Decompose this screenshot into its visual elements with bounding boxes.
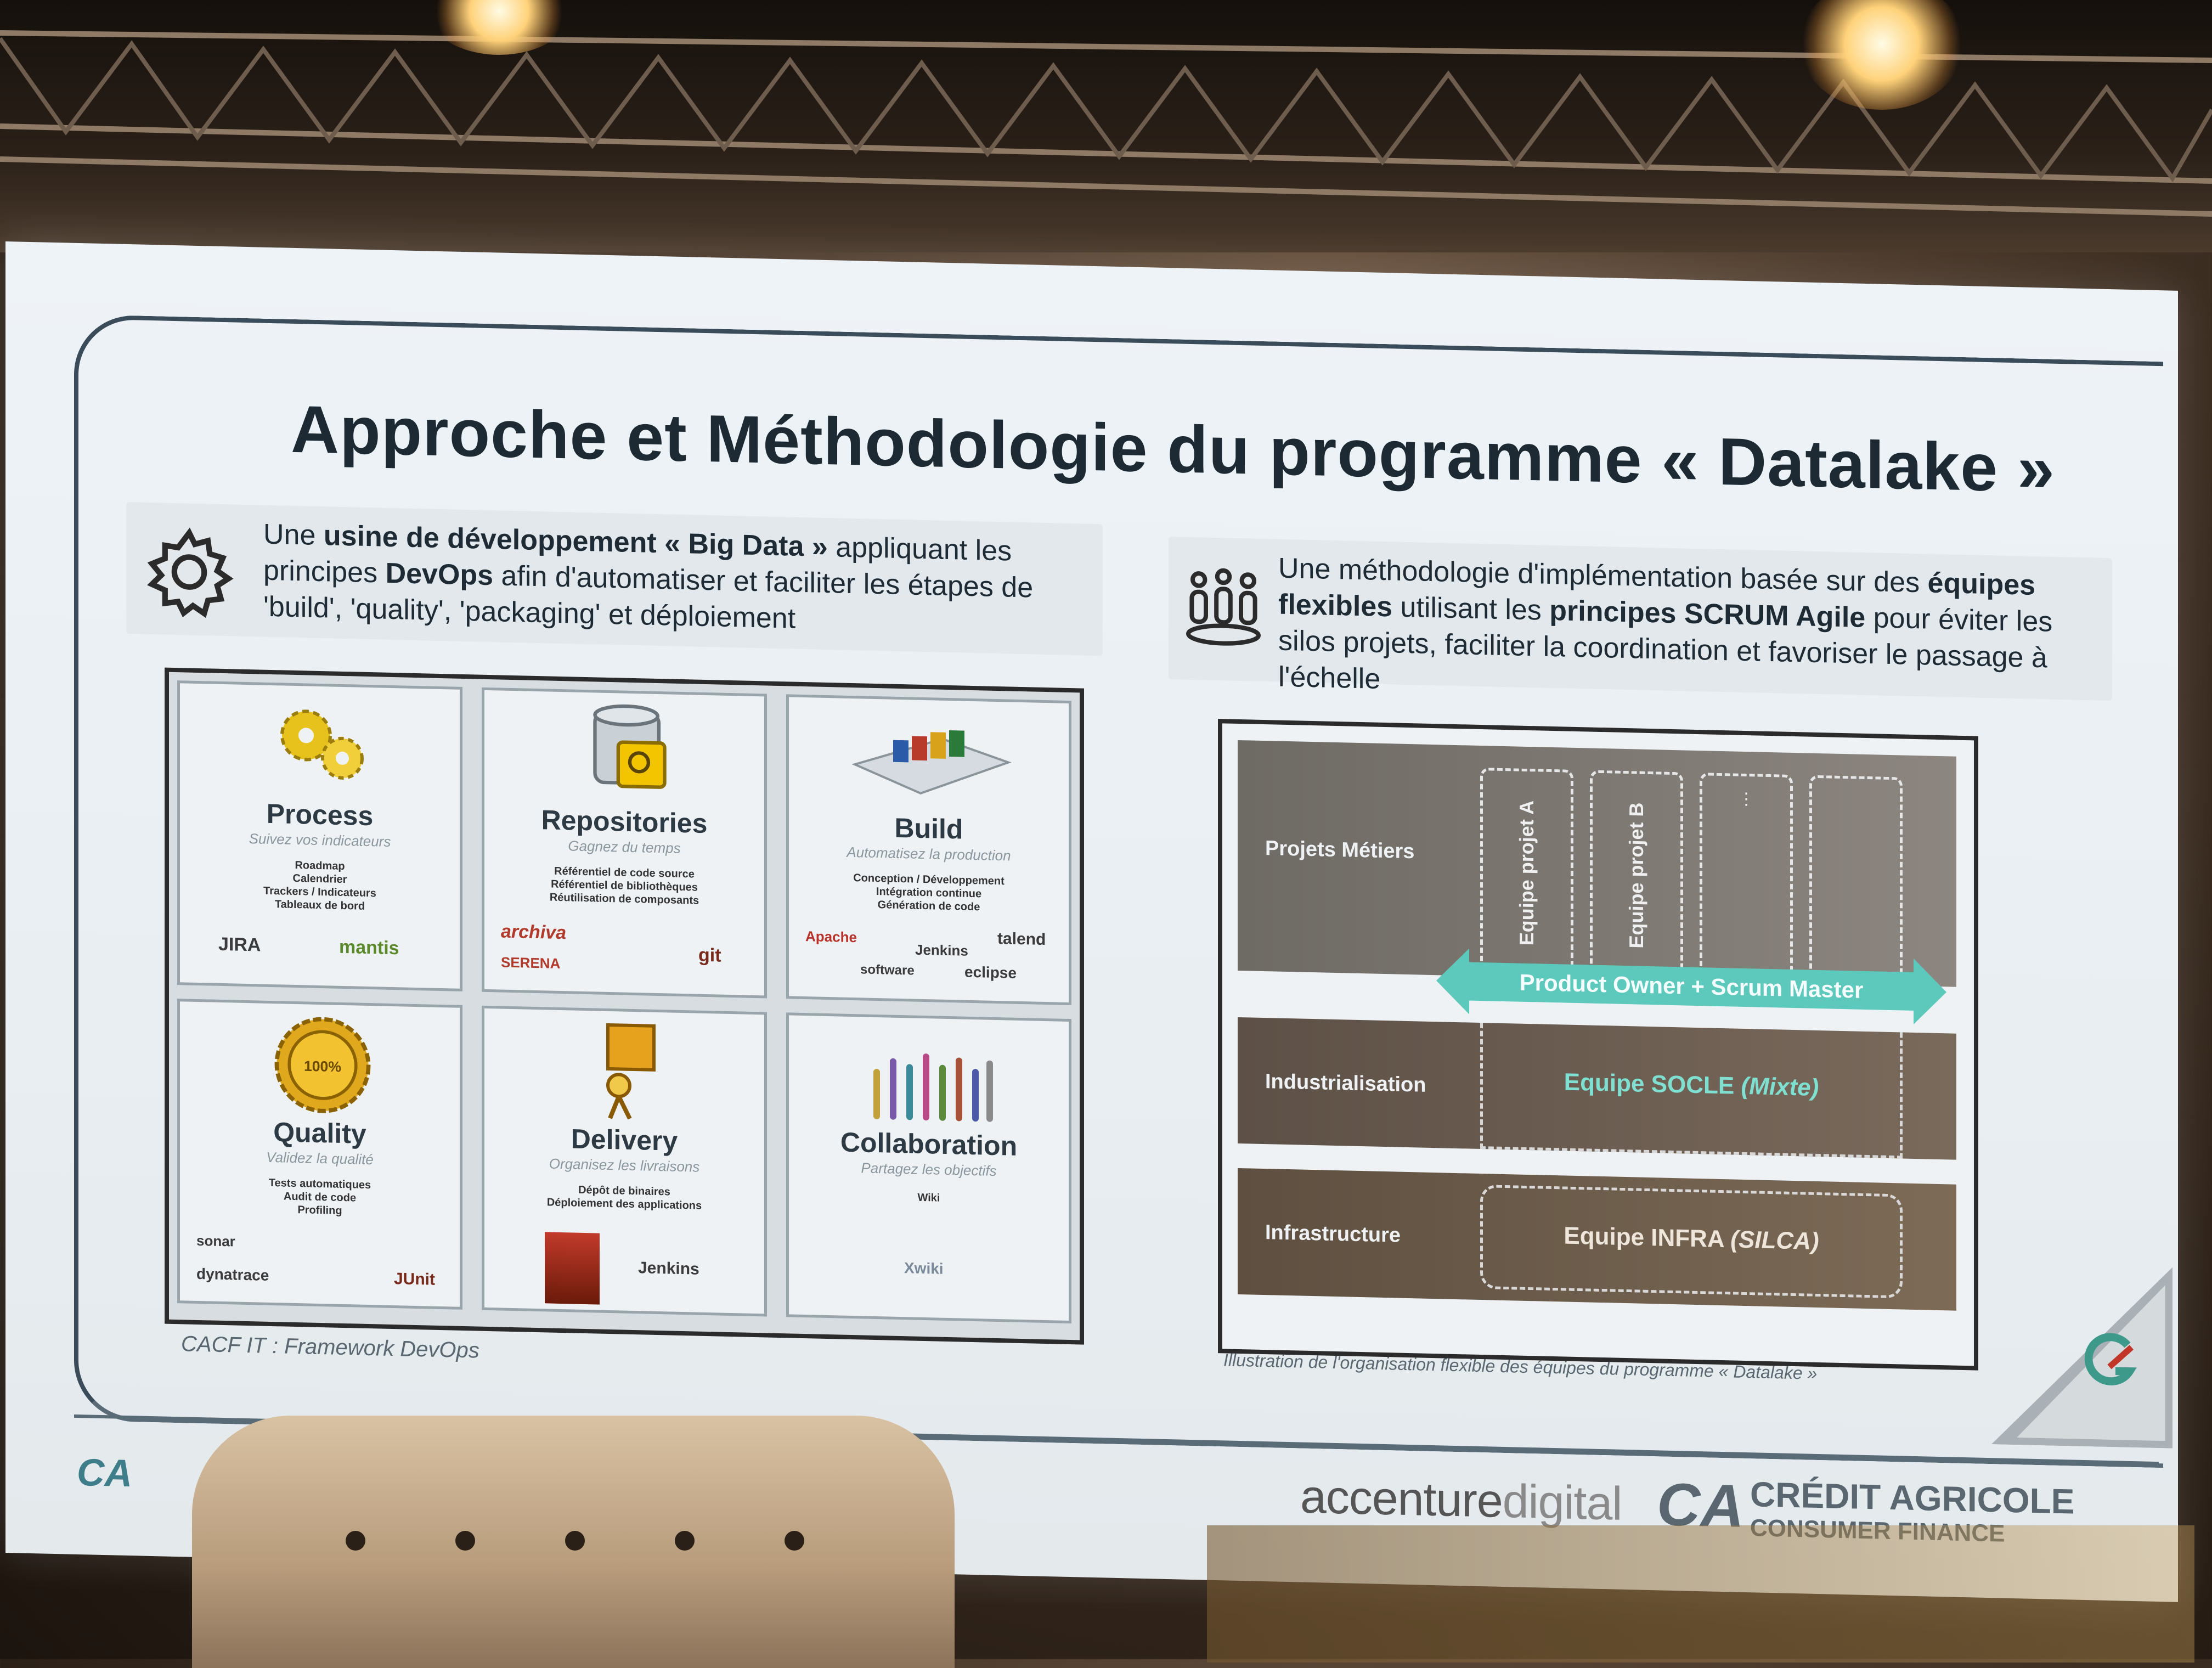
tool-logo: JUnit — [394, 1270, 435, 1289]
scrum-intro-text: Une méthodologie d'implémentation basée … — [1278, 550, 2101, 714]
infra-team-label: Equipe INFRA (SILCA) — [1483, 1220, 1900, 1257]
scrum-intro: Une méthodologie d'implémentation basée … — [1169, 537, 2112, 701]
chair-button — [785, 1531, 804, 1551]
devops-cell-delivery: Delivery Organisez les livraisons Dépôt … — [482, 1005, 767, 1317]
cell-items: Référentiel de code source Référentiel d… — [549, 865, 699, 907]
chair-button — [565, 1531, 585, 1551]
gear-icon — [147, 527, 234, 618]
projected-slide: Approche et Méthodologie du programme « … — [5, 241, 2178, 1602]
chair-button — [675, 1531, 695, 1551]
intro-left-bold1: usine de développement « Big Data » — [323, 520, 828, 563]
intro-right-bold2: principes SCRUM Agile — [1549, 594, 1866, 634]
stage-spotlight-right — [1799, 0, 1964, 110]
svg-text:100%: 100% — [304, 1058, 341, 1075]
cell-title: Build — [894, 812, 963, 845]
infra-qualifier: (SILCA) — [1730, 1226, 1819, 1255]
team-icon — [1186, 568, 1261, 646]
intro-left-bold2: DevOps — [385, 557, 494, 592]
socle-team-box: Equipe SOCLE (Mixte) — [1480, 1022, 1903, 1159]
tool-logo: archiva — [501, 921, 567, 944]
devops-framework-grid: Process Suivez vos indicateurs Roadmap C… — [165, 667, 1084, 1345]
tool-logo: dynatrace — [196, 1265, 269, 1284]
team-placeholder: ⋮ — [1738, 790, 1754, 809]
tool-logo: Xwiki — [904, 1259, 944, 1277]
cell-items: Dépôt de binaires Déploiement des applic… — [546, 1184, 702, 1212]
delivery-box-icon — [606, 1023, 656, 1120]
tool-logo: SERENA — [501, 954, 561, 972]
chair-button — [346, 1531, 365, 1551]
infra-team-box: Equipe INFRA (SILCA) — [1480, 1184, 1903, 1299]
cell-items: Conception / Développement Intégration c… — [853, 872, 1005, 914]
cell-title: Repositories — [541, 804, 708, 839]
armchair — [192, 1416, 955, 1668]
intro-right-part2: utilisant les — [1392, 591, 1550, 627]
ca-small-logo: CA — [77, 1450, 133, 1495]
tool-logo: sonar — [196, 1232, 235, 1250]
tool-logo: Apache — [805, 928, 857, 946]
devops-cell-build: Build Automatisez la production Concepti… — [786, 694, 1071, 1006]
devops-cell-quality: 100% Quality Validez la qualité Tests au… — [177, 999, 462, 1310]
infra-text: Equipe INFRA — [1564, 1222, 1731, 1253]
stage-backdrop-light — [1207, 1525, 2194, 1663]
team-column-a: Equipe projet A — [1480, 767, 1573, 978]
cell-title: Delivery — [571, 1123, 678, 1157]
cell-items: Roadmap Calendrier Trackers / Indicateur… — [263, 859, 376, 912]
cell-items: Tests automatiques Audit de code Profili… — [268, 1176, 371, 1217]
tool-logo: eclipse — [964, 963, 1017, 982]
cell-title: Collaboration — [840, 1126, 1018, 1162]
team-organization-diagram: Projets Métiers Industrialisation Infras… — [1218, 719, 1978, 1371]
quality-seal-icon: 100% — [274, 1017, 371, 1113]
tool-logo: Jenkins — [638, 1259, 699, 1278]
band-label: Industrialisation — [1265, 1070, 1426, 1097]
team-label: Equipe projet B — [1625, 802, 1647, 949]
devops-cell-process: Process Suivez vos indicateurs Roadmap C… — [177, 680, 462, 991]
devops-cell-collaboration: Collaboration Partagez les objectifs Wik… — [786, 1012, 1071, 1324]
ca-swirl-icon — [2084, 1333, 2137, 1385]
people-icon — [873, 1053, 993, 1122]
accenture-digital-logo: accenturedigital — [1300, 1470, 1622, 1531]
team-column-c: ⋮ — [1700, 773, 1793, 983]
product-owner-arrow: Product Owner + Scrum Master — [1436, 948, 1946, 1025]
tool-logo: JIRA — [218, 933, 261, 956]
cell-title: Quality — [273, 1117, 366, 1149]
tool-logo: Jenkins — [915, 941, 968, 959]
tool-logo: mantis — [339, 936, 399, 959]
devops-intro-text: Une usine de développement « Big Data » … — [263, 516, 1086, 644]
band-label: Infrastructure — [1265, 1221, 1401, 1247]
database-icon — [593, 704, 667, 789]
socle-text: Equipe SOCLE — [1564, 1068, 1741, 1100]
double-arrow-shape — [1436, 948, 1946, 1024]
tool-logo: git — [698, 944, 721, 966]
chair-button — [455, 1531, 475, 1551]
cell-title: Process — [266, 798, 374, 832]
intro-left-part1: Une — [263, 518, 324, 552]
delivery-tool-image — [545, 1232, 600, 1305]
product-owner-label: Product Owner + Scrum Master — [1519, 969, 1864, 1003]
devops-intro: Une usine de développement « Big Data » … — [126, 501, 1103, 656]
tool-logo: software — [860, 962, 915, 978]
cell-items: Wiki — [917, 1191, 940, 1204]
team-label: Equipe projet A — [1515, 800, 1538, 946]
band-label: Projets Métiers — [1265, 837, 1415, 864]
gears-icon — [280, 709, 364, 780]
team-column-b: Equipe projet B — [1590, 770, 1683, 981]
team-column-d — [1809, 775, 1903, 986]
devops-cell-repositories: Repositories Gagnez du temps Référentiel… — [482, 687, 767, 999]
socle-team-label: Equipe SOCLE (Mixte) — [1483, 1067, 1900, 1103]
socle-qualifier: (Mixte) — [1741, 1072, 1819, 1102]
tool-logo: talend — [997, 929, 1046, 949]
digital-text: digital — [1502, 1474, 1622, 1530]
build-blocks-icon — [851, 730, 1012, 795]
accenture-text: accenture — [1300, 1470, 1503, 1528]
